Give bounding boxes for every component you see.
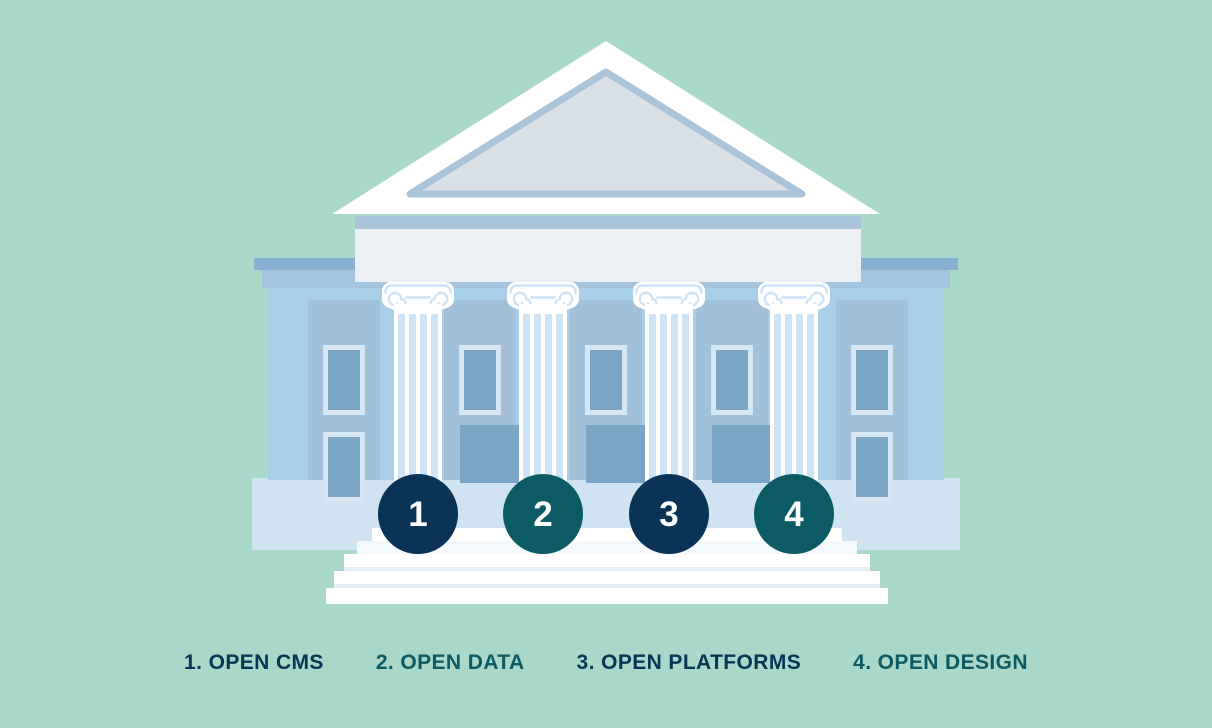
badge-3[interactable]: 3 xyxy=(629,474,709,554)
badge-4[interactable]: 4 xyxy=(754,474,834,554)
badge-1-number: 1 xyxy=(408,494,428,534)
caption-open-data[interactable]: 2. OPEN DATA xyxy=(375,651,525,674)
steps xyxy=(326,528,888,604)
caption-open-platforms[interactable]: 3. OPEN PLATFORMS xyxy=(576,651,802,674)
badge-2-number: 2 xyxy=(533,494,553,534)
entablature xyxy=(355,228,861,282)
caption-row: 1. OPEN CMS 2. OPEN DATA 3. OPEN PLATFOR… xyxy=(0,643,1212,683)
badge-1[interactable]: 1 xyxy=(378,474,458,554)
badge-3-number: 3 xyxy=(659,494,679,534)
doorways xyxy=(460,425,772,483)
badge-2[interactable]: 2 xyxy=(503,474,583,554)
badge-4-number: 4 xyxy=(784,494,804,534)
caption-open-design[interactable]: 4. OPEN DESIGN xyxy=(853,651,1028,674)
entablature-top-strip xyxy=(355,216,861,229)
caption-open-cms[interactable]: 1. OPEN CMS xyxy=(184,651,324,674)
pediment-inner xyxy=(406,68,806,198)
